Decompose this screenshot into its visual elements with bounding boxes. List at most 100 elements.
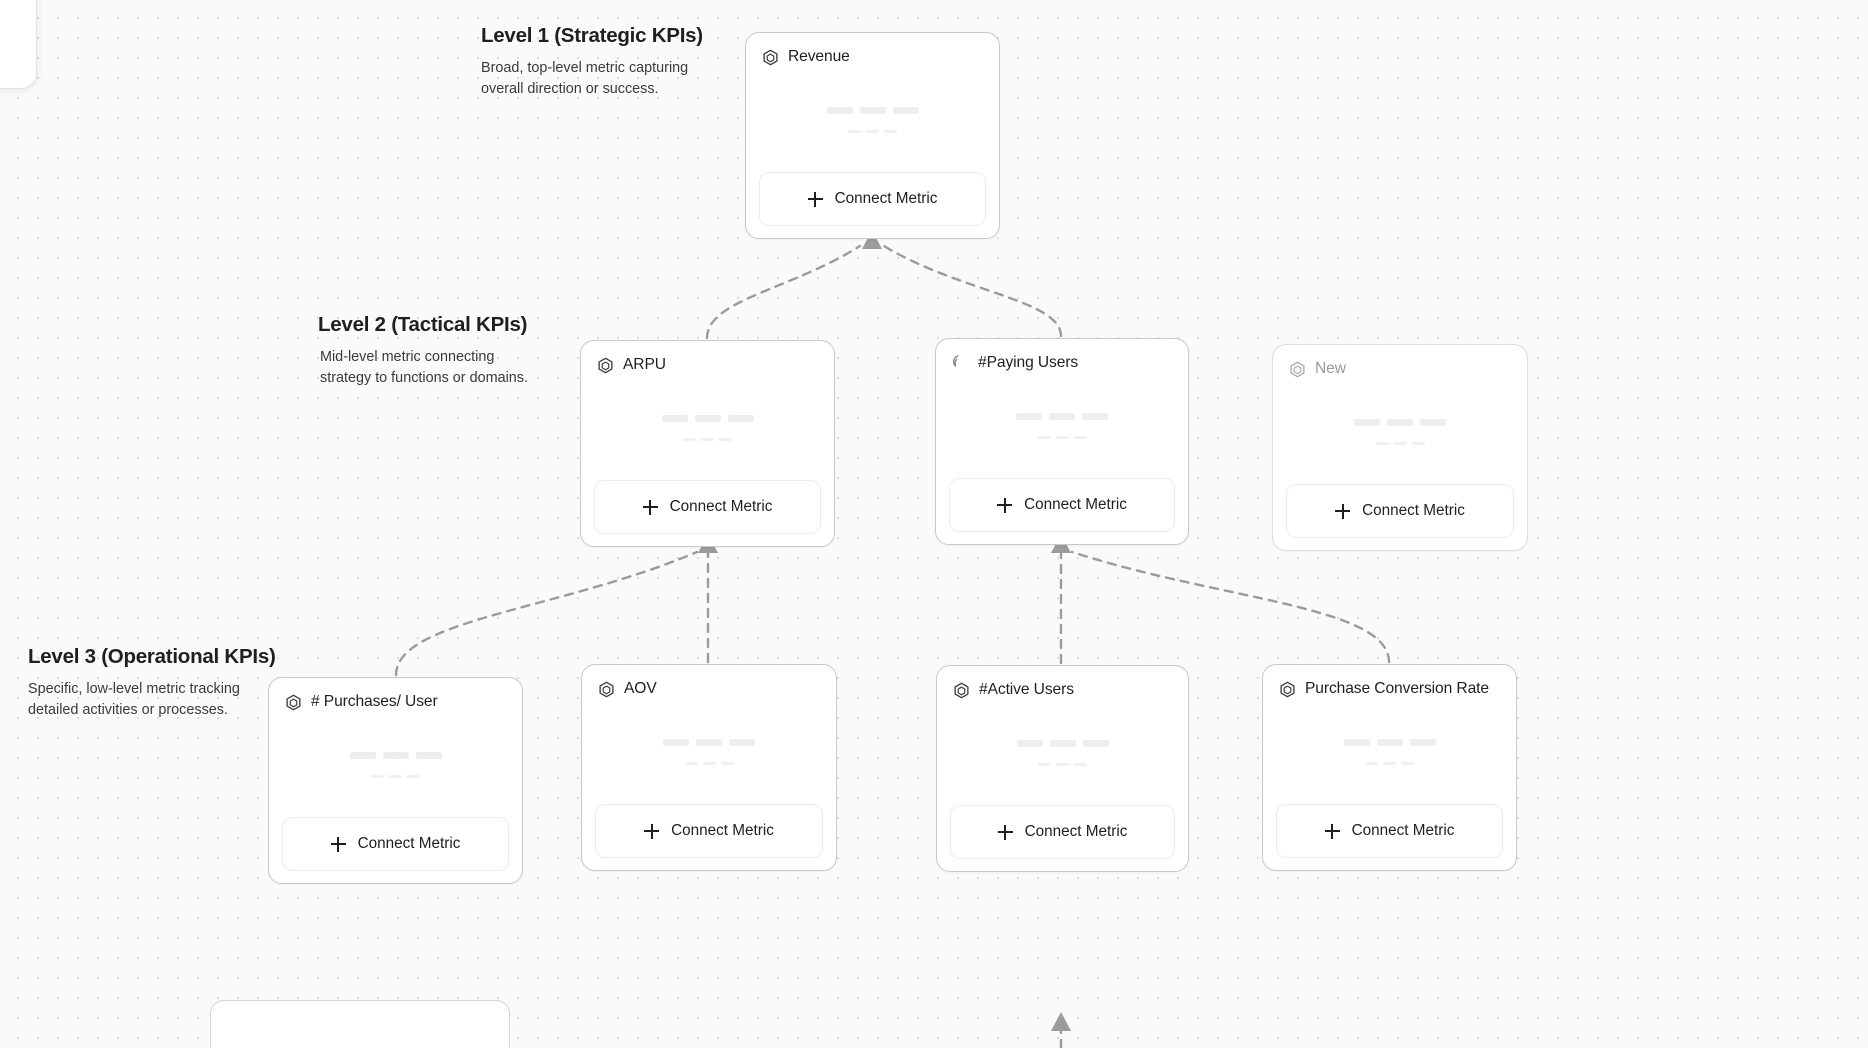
skeleton-row-secondary bbox=[1365, 762, 1414, 765]
hexagon-icon bbox=[1280, 681, 1295, 697]
skeleton-bar bbox=[1409, 739, 1436, 746]
hexagon-icon bbox=[954, 682, 969, 698]
level-3-label-block: Level 3 (Operational KPIs) Specific, low… bbox=[28, 645, 276, 720]
skeleton-row-primary bbox=[663, 739, 755, 746]
skeleton-bar bbox=[859, 107, 886, 114]
card-placeholder-body bbox=[949, 374, 1175, 478]
level-2-label-block: Level 2 (Tactical KPIs) Mid-level metric… bbox=[318, 313, 535, 388]
connect-metric-label: Connect Metric bbox=[1362, 502, 1465, 519]
card-header: # Purchases/ User bbox=[282, 691, 509, 713]
plus-icon bbox=[1335, 503, 1351, 519]
card-header: #Paying Users bbox=[949, 352, 1175, 374]
skeleton-bar bbox=[1073, 436, 1087, 439]
plus-icon bbox=[1324, 823, 1340, 839]
card-title: #Active Users bbox=[979, 681, 1074, 698]
connect-metric-button[interactable]: Connect Metric bbox=[282, 817, 509, 871]
skeleton-bar bbox=[892, 107, 919, 114]
plus-icon bbox=[644, 823, 660, 839]
skeleton-bar bbox=[371, 775, 384, 778]
skeleton-bar bbox=[866, 130, 879, 133]
connect-metric-label: Connect Metric bbox=[1024, 496, 1127, 513]
skeleton-bar bbox=[1401, 762, 1414, 765]
floating-panel-offscreen[interactable]: ⟶ bbox=[0, 0, 37, 89]
card-header: Purchase Conversion Rate bbox=[1276, 678, 1503, 700]
metric-card-aov[interactable]: AOV Connect Metric bbox=[581, 664, 837, 871]
skeleton-bar bbox=[684, 762, 698, 765]
metric-card-active-users[interactable]: #Active Users Connect Metric bbox=[936, 665, 1189, 872]
card-header: #Active Users bbox=[950, 679, 1175, 701]
skeleton-bar bbox=[415, 752, 442, 759]
skeleton-bar bbox=[663, 739, 689, 746]
level-2-title: Level 2 (Tactical KPIs) bbox=[318, 313, 528, 336]
skeleton-row-primary bbox=[1343, 739, 1436, 746]
skeleton-row-primary bbox=[1016, 740, 1109, 747]
connect-metric-button[interactable]: Connect Metric bbox=[759, 172, 986, 226]
skeleton-row-primary bbox=[661, 415, 754, 422]
skeleton-row-primary bbox=[1354, 419, 1446, 426]
skeleton-bar bbox=[1016, 740, 1043, 747]
skeleton-bar bbox=[1074, 763, 1087, 766]
connect-metric-label: Connect Metric bbox=[1024, 823, 1128, 840]
connect-metric-button[interactable]: Connect Metric bbox=[1276, 804, 1503, 858]
skeleton-bar bbox=[1016, 413, 1042, 420]
skeleton-bar bbox=[1082, 740, 1109, 747]
skeleton-row-primary bbox=[1016, 413, 1108, 420]
connect-metric-button[interactable]: Connect Metric bbox=[595, 804, 823, 858]
skeleton-bar bbox=[1354, 419, 1380, 426]
skeleton-row-secondary bbox=[1038, 763, 1087, 766]
connect-metric-label: Connect Metric bbox=[671, 822, 774, 839]
plus-icon bbox=[997, 497, 1013, 513]
skeleton-bar bbox=[696, 739, 722, 746]
connect-metric-button[interactable]: Connect Metric bbox=[949, 478, 1175, 532]
plus-icon bbox=[642, 499, 658, 515]
skeleton-bar bbox=[389, 775, 402, 778]
skeleton-bar bbox=[1343, 739, 1370, 746]
card-header: New bbox=[1286, 358, 1514, 380]
card-title: #Paying Users bbox=[978, 354, 1079, 371]
hexagon-icon bbox=[286, 694, 301, 710]
card-title: # Purchases/ User bbox=[311, 693, 438, 710]
card-placeholder-body bbox=[759, 68, 986, 172]
skeleton-row-secondary bbox=[684, 762, 734, 765]
skeleton-bar bbox=[848, 130, 861, 133]
skeleton-bar bbox=[382, 752, 409, 759]
connect-metric-button[interactable]: Connect Metric bbox=[1286, 484, 1514, 538]
metric-card-purchases-per-user[interactable]: # Purchases/ User Connect Metric bbox=[268, 677, 523, 884]
metric-card-purchase-conversion-rate[interactable]: Purchase Conversion Rate Connect Metric bbox=[1262, 664, 1517, 871]
metric-card-revenue[interactable]: Revenue Connect Metric bbox=[745, 32, 1000, 239]
skeleton-row-primary bbox=[826, 107, 919, 114]
skeleton-bar bbox=[407, 775, 420, 778]
skeleton-bar bbox=[1387, 419, 1413, 426]
hexagon-icon bbox=[1290, 361, 1305, 377]
level-3-description: Specific, low-level metric tracking deta… bbox=[28, 681, 240, 718]
connect-metric-button[interactable]: Connect Metric bbox=[950, 805, 1175, 859]
metric-card-partial-offscreen[interactable] bbox=[210, 1000, 510, 1048]
level-1-description: Broad, top-level metric capturing overal… bbox=[481, 60, 689, 97]
skeleton-bar bbox=[1049, 413, 1075, 420]
skeleton-bar bbox=[727, 415, 754, 422]
plus-icon bbox=[807, 191, 823, 207]
skeleton-bar bbox=[884, 130, 897, 133]
skeleton-bar bbox=[1411, 442, 1425, 445]
metric-card-paying-users[interactable]: #Paying Users Connect Metric bbox=[935, 338, 1189, 545]
hexagon-icon bbox=[763, 49, 778, 65]
connect-metric-button[interactable]: Connect Metric bbox=[594, 480, 821, 534]
skeleton-bar bbox=[349, 752, 376, 759]
skeleton-row-secondary bbox=[1375, 442, 1425, 445]
skeleton-row-primary bbox=[349, 752, 442, 759]
card-placeholder-body bbox=[595, 700, 823, 804]
skeleton-bar bbox=[1376, 739, 1403, 746]
metric-card-arpu[interactable]: ARPU Connect Metric bbox=[580, 340, 835, 547]
skeleton-bar bbox=[719, 438, 732, 441]
metric-card-new[interactable]: New Connect Metric bbox=[1272, 344, 1528, 551]
level-1-label-block: Level 1 (Strategic KPIs) Broad, top-leve… bbox=[481, 24, 703, 99]
skeleton-bar bbox=[661, 415, 688, 422]
connect-metric-label: Connect Metric bbox=[1351, 822, 1455, 839]
hexagon-icon bbox=[599, 681, 614, 697]
spinner-icon bbox=[952, 354, 967, 367]
skeleton-row-secondary bbox=[1037, 436, 1087, 439]
skeleton-row-secondary bbox=[848, 130, 897, 133]
plus-icon bbox=[997, 824, 1013, 840]
skeleton-bar bbox=[1037, 436, 1051, 439]
